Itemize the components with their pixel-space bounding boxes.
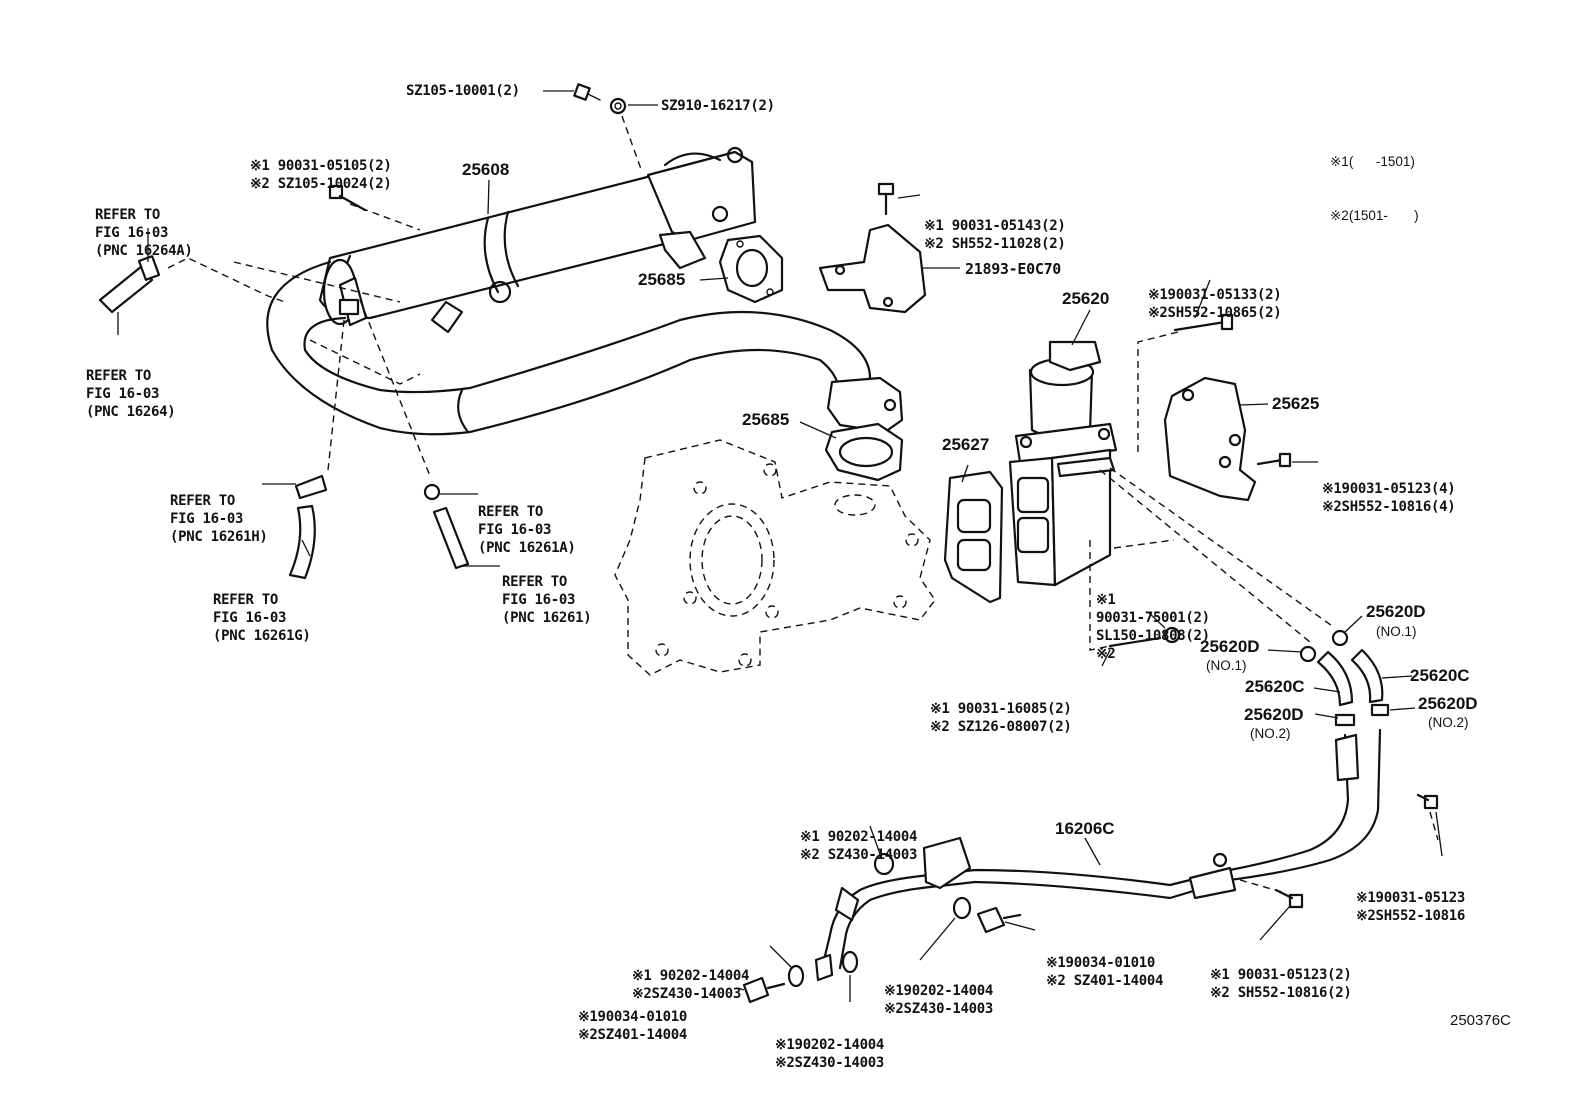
fastener-label: ※1 90202-14004※2 SZ430-14003 bbox=[800, 829, 918, 863]
leader-lines bbox=[117, 90, 1443, 1002]
part-number-label: 25685 bbox=[638, 270, 686, 289]
assembly-lines bbox=[167, 115, 1439, 893]
part-number-label: 16206C bbox=[1055, 819, 1115, 838]
part-note: (NO.1) bbox=[1376, 624, 1417, 639]
fasteners bbox=[328, 83, 1439, 909]
egr-cooler-25608 bbox=[318, 146, 757, 334]
fastener-label: ※190031-05133(2)※2SH552-10865(2) bbox=[1148, 287, 1282, 321]
legend: ※1( -1501) ※2(1501- ) bbox=[1330, 117, 1419, 243]
part-number-label: 25620D bbox=[1244, 705, 1304, 724]
bracket-21893 bbox=[818, 223, 927, 314]
bracket-25625 bbox=[1163, 376, 1257, 502]
part-note: (NO.2) bbox=[1250, 726, 1291, 741]
gasket-25685-lower bbox=[824, 422, 904, 482]
part-number-label: 21893-E0C70 bbox=[965, 260, 1062, 278]
legend-line-2: ※2(1501- ) bbox=[1330, 208, 1419, 223]
fastener-label: ※190034-01010※2SZ401-14004 bbox=[578, 1009, 687, 1043]
fastener-label: SZ105-10001(2) bbox=[406, 83, 520, 99]
part-number-label: 25620C bbox=[1245, 677, 1305, 696]
figure-id: 250376C bbox=[1450, 1012, 1511, 1029]
part-number-label: 25608 bbox=[462, 160, 510, 179]
fastener-label: ※190202-14004※2SZ430-14003 bbox=[775, 1037, 884, 1071]
part-number-label: 25625 bbox=[1272, 394, 1320, 413]
fastener-label: ※1 90031-05143(2)※2 SH552-11028(2) bbox=[924, 218, 1066, 252]
part-number-label: 25620D bbox=[1200, 637, 1260, 656]
part-number-label: 25627 bbox=[942, 435, 990, 454]
part-number-label: 25620D bbox=[1366, 602, 1426, 621]
part-note: (NO.1) bbox=[1206, 658, 1247, 673]
fastener-label: ※1 90031-16085(2)※2 SZ126-08007(2) bbox=[930, 701, 1072, 735]
fastener-label: SZ910-16217(2) bbox=[661, 98, 775, 114]
exhaust-manifold-phantom bbox=[614, 439, 936, 676]
gasket-25685-upper bbox=[718, 234, 784, 304]
part-number-label: 25685 bbox=[742, 410, 790, 429]
pipe-16206c bbox=[742, 728, 1382, 1004]
legend-line-1: ※1( -1501) bbox=[1330, 154, 1415, 169]
hoses-25620c bbox=[1299, 629, 1390, 727]
fastener-label: ※190031-05123(4)※2SH552-10816(4) bbox=[1322, 481, 1456, 515]
fastener-label: ※190202-14004※2SZ430-14003 bbox=[884, 983, 993, 1017]
part-number-label: 25620C bbox=[1410, 666, 1470, 685]
part-number-label: 25620 bbox=[1062, 289, 1110, 308]
part-number-label: 25620D bbox=[1418, 694, 1478, 713]
fastener-label: ※190031-05123※2SH552-10816 bbox=[1356, 890, 1465, 924]
fastener-label: ※1 90202-14004※2SZ430-14003 bbox=[632, 968, 750, 1002]
egr-pipe bbox=[266, 260, 904, 436]
egr-valve-25620 bbox=[1008, 340, 1118, 587]
fastener-label: ※190034-01010※2 SZ401-14004 bbox=[1046, 955, 1164, 989]
fastener-label: ※1 90031-05123(2)※2 SH552-10816(2) bbox=[1210, 967, 1352, 1001]
fastener-label: ※1 90031-05105(2)※2 SZ105-10024(2) bbox=[250, 158, 392, 192]
gasket-25627 bbox=[943, 470, 1004, 604]
part-note: (NO.2) bbox=[1428, 715, 1469, 730]
